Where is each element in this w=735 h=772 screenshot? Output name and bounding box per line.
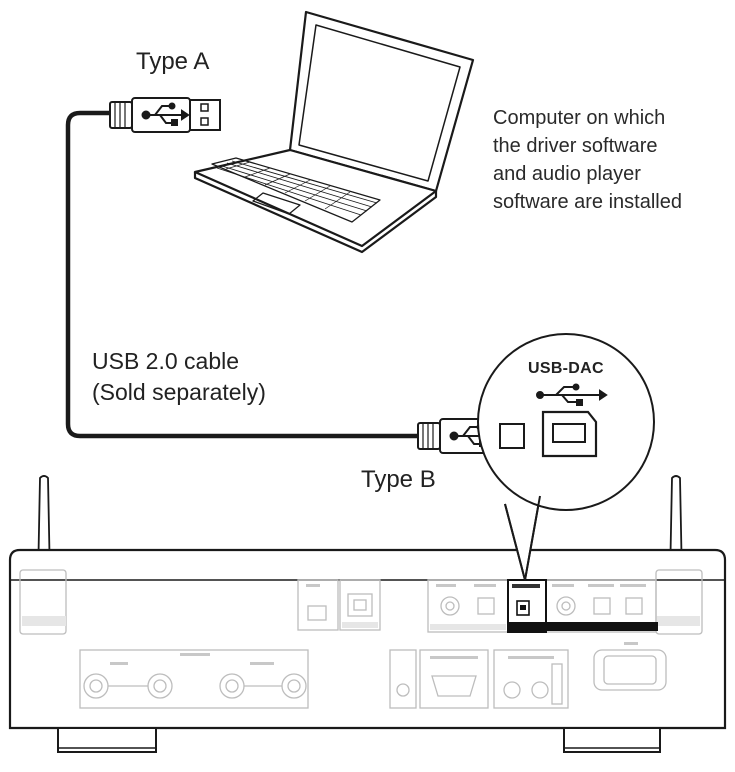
computer-description-line: Computer on which: [493, 107, 666, 129]
usb-symbol-icon: [536, 383, 608, 406]
type-a-label: Type A: [136, 48, 210, 75]
usb-cable: [65, 110, 421, 439]
cable-description: USB 2.0 cable (Sold separately): [92, 346, 266, 408]
computer-description-line: and audio player: [493, 163, 641, 185]
laptop-icon: [193, 10, 475, 254]
cable-description-line: (Sold separately): [92, 379, 266, 405]
usb-dac-title: USB-DAC: [528, 360, 604, 377]
computer-description-line: the driver software: [493, 135, 658, 157]
usb-dac-port-highlight: [507, 579, 658, 633]
type-b-label: Type B: [361, 466, 436, 493]
usb-symbol-icon: [141, 102, 190, 126]
usb-b-port-icon: [541, 410, 598, 458]
receiver-rear-panel: [8, 475, 727, 753]
computer-description: Computer on which the driver software an…: [493, 104, 682, 216]
cable-description-line: USB 2.0 cable: [92, 348, 240, 374]
computer-description-line: software are installed: [493, 191, 682, 213]
